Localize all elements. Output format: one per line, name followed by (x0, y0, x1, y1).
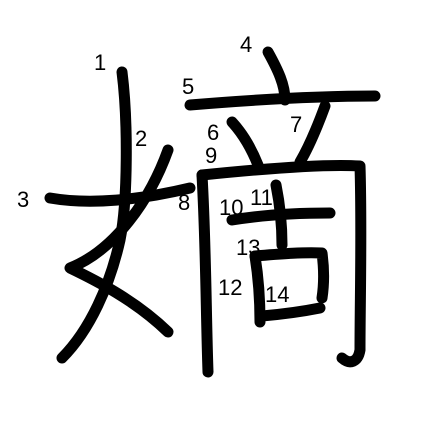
stroke-number-9: 9 (205, 143, 217, 168)
stroke-6 (226, 116, 264, 171)
stroke-1 (56, 66, 132, 364)
stroke-number-11: 11 (250, 185, 273, 210)
stroke-number-12: 12 (218, 275, 242, 300)
stroke-number-13: 13 (236, 235, 260, 260)
stroke-number-6: 6 (207, 120, 219, 145)
stroke-8 (196, 169, 214, 378)
stroke-number-3: 3 (17, 187, 29, 212)
stroke-number-14: 14 (265, 282, 289, 307)
stroke-3 (44, 182, 196, 207)
stroke-number-10: 10 (219, 195, 243, 220)
stroke-number-2: 2 (135, 126, 147, 151)
stroke-11 (270, 179, 288, 251)
stroke-14 (256, 302, 326, 322)
stroke-number-4: 4 (240, 32, 252, 57)
stroke-7 (294, 100, 331, 168)
stroke-number-7: 7 (290, 112, 302, 137)
stroke-5 (184, 90, 381, 111)
stroke-4 (262, 46, 291, 106)
stroke-number-1: 1 (94, 50, 106, 75)
stroke-13 (249, 247, 329, 304)
stroke-number-8: 8 (178, 190, 190, 215)
stroke-number-5: 5 (182, 74, 194, 99)
stroke-9 (196, 159, 367, 368)
